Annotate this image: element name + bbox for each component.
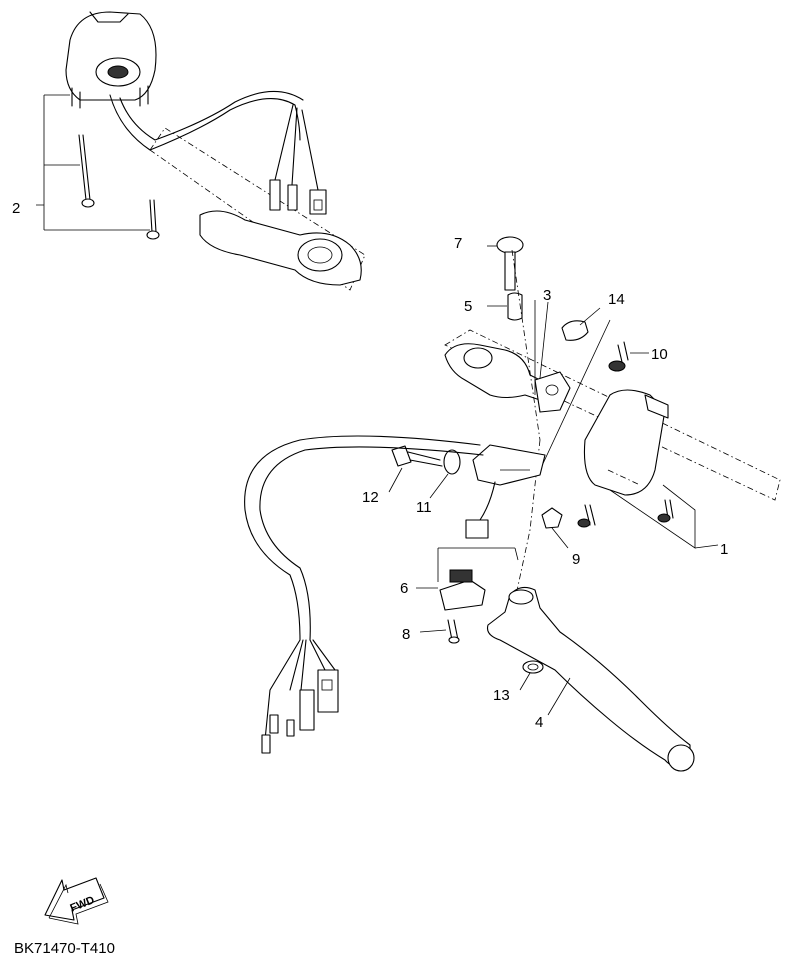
callout-7: 7 <box>454 235 462 252</box>
callout-13: 13 <box>493 687 510 704</box>
callout-14: 14 <box>608 291 625 308</box>
clutch-lever-assembly <box>244 236 781 772</box>
callout-6: 6 <box>400 580 408 597</box>
diagram-code: BK71470-T410 <box>14 940 115 957</box>
callout-10: 10 <box>651 346 668 363</box>
fwd-arrow-icon <box>44 877 109 925</box>
callout-9: 9 <box>572 551 580 568</box>
callout-5: 5 <box>464 298 472 315</box>
callout-3: 3 <box>543 287 551 304</box>
callout-12: 12 <box>362 489 379 506</box>
callout-11: 11 <box>416 499 432 516</box>
left-switch-assembly <box>36 11 366 291</box>
callout-1: 1 <box>720 541 728 558</box>
callout-leaders <box>388 245 649 716</box>
callout-2: 2 <box>12 200 20 217</box>
callout-4: 4 <box>535 714 543 731</box>
callout-8: 8 <box>402 626 410 643</box>
